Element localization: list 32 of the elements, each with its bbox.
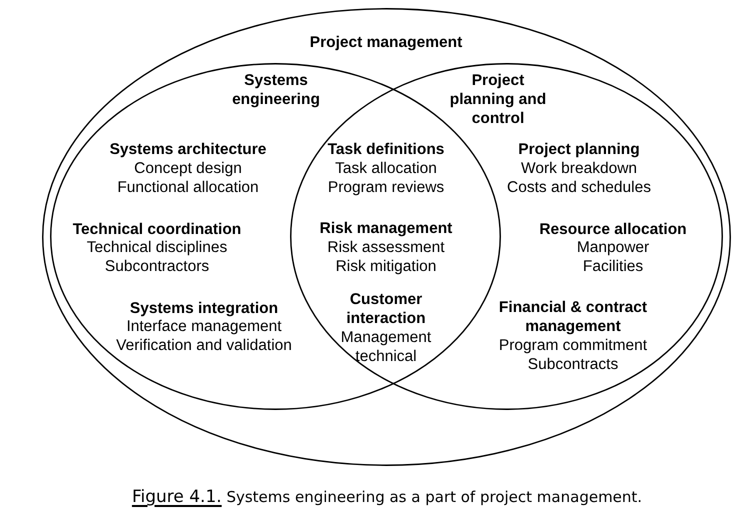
topic-item: Manpower [576, 238, 650, 256]
topic-item: Task allocation [335, 158, 437, 178]
topic-item: Risk mitigation [336, 256, 436, 276]
region-title: Systems engineering [231, 70, 321, 108]
region-title: Project management [310, 32, 462, 52]
topic-item: Subcontracts [528, 354, 618, 374]
topic-item: Verification and validation [116, 336, 292, 354]
topic-heading: Task definitions [328, 140, 444, 158]
topic-item: Work breakdown [521, 158, 637, 178]
topic-item: Functional allocation [117, 178, 259, 196]
topic-heading: Financial & contract management [498, 298, 648, 336]
topic-heading: Technical coordination [72, 220, 242, 238]
topic-item: Interface management [126, 316, 282, 336]
topic-item: Subcontractors [104, 256, 210, 276]
topic-item: Technical disciplines [86, 238, 228, 256]
ellipse-region [42, 8, 731, 466]
region-title: Project planning and control [448, 70, 548, 128]
topic-item: technical [355, 346, 417, 366]
topic-heading: Risk management [320, 218, 452, 238]
topic-heading: Systems architecture [110, 140, 266, 158]
topic-item: Management [340, 328, 432, 346]
topic-item: Program reviews [328, 178, 444, 196]
topic-heading: Systems integration [130, 298, 278, 318]
topic-item: Costs and schedules [507, 178, 651, 196]
topic-item: Concept design [134, 158, 242, 178]
topic-item: Facilities [582, 256, 644, 276]
figure-caption: Figure 4.1. Systems engineering as a part of project management. [132, 487, 642, 507]
topic-item: Program commitment [498, 336, 648, 354]
topic-heading: Project planning [518, 140, 640, 158]
topic-item: Risk assessment [327, 238, 445, 256]
topic-heading: Resource allocation [539, 220, 687, 238]
topic-heading: Customer interaction [345, 290, 427, 328]
